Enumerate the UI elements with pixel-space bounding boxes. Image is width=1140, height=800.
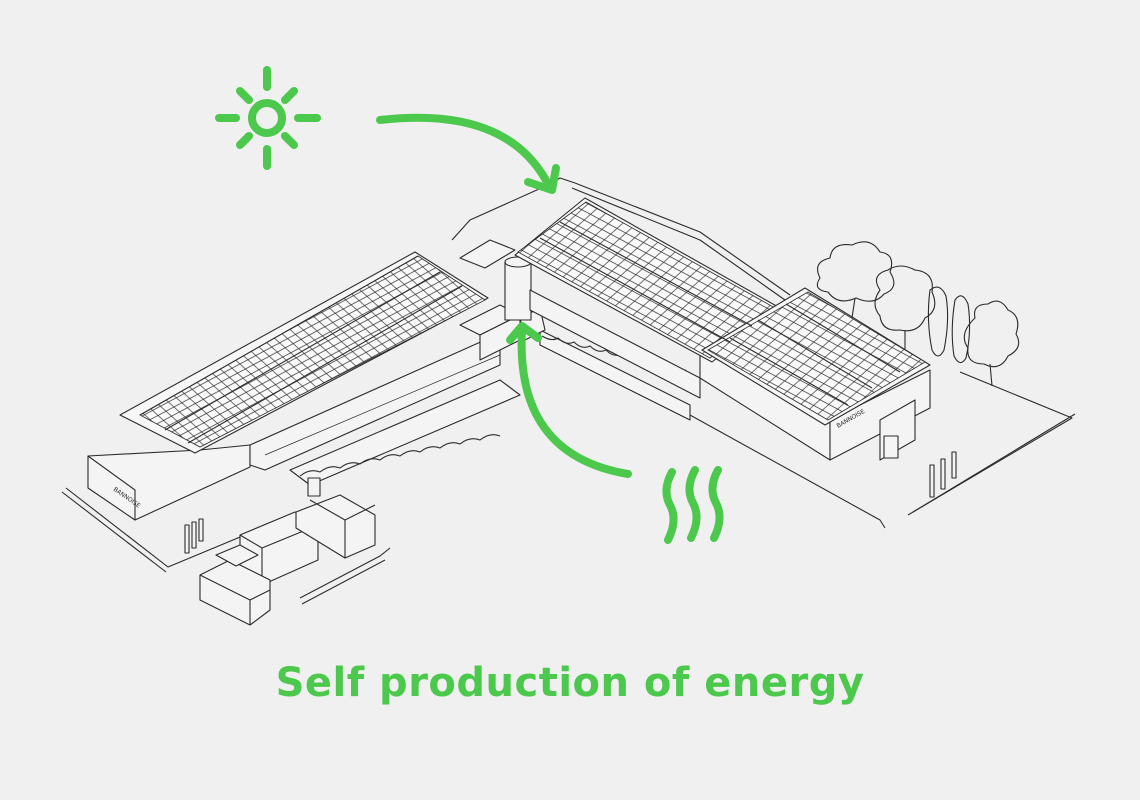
curved-arrow-icon bbox=[506, 322, 632, 478]
poles bbox=[184, 451, 957, 554]
right-building: BANNOISE bbox=[514, 197, 931, 461]
sun-icon bbox=[215, 66, 321, 170]
small-buildings bbox=[199, 477, 376, 626]
caption: Self production of energy bbox=[275, 660, 865, 706]
middle-structure bbox=[249, 239, 691, 486]
site-boundary bbox=[61, 177, 1076, 605]
curved-arrow-icon bbox=[376, 113, 560, 194]
trees bbox=[816, 241, 1020, 387]
left-building: BANNOISE bbox=[87, 251, 489, 521]
heat-waves-icon bbox=[662, 466, 724, 544]
